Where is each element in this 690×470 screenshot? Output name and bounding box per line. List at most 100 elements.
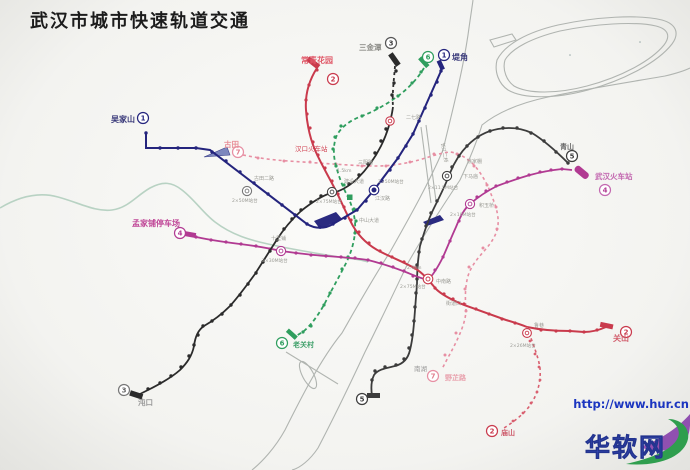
page-title: 武汉市城市快速轨道交通 [30, 10, 250, 32]
ann-p75a: 2×75M站台 [316, 198, 342, 205]
badge-line7-yezhilu: 7 [426, 369, 440, 383]
label-zhongshandadao: 中山大道 [359, 217, 379, 224]
terminal-bar-laoguancun [285, 328, 298, 340]
line-6 [285, 56, 430, 340]
svg-text:5: 5 [360, 396, 365, 404]
badge-line4-wuhan-railway: 4 [598, 183, 612, 197]
line-7 [242, 151, 499, 370]
badge-line4-mengjiapu: 4 [173, 226, 187, 240]
label-zhongnanlu: 中南路 [436, 278, 451, 285]
badge-line7-gutian: 7 [231, 145, 245, 159]
hur-watermark: http://www.hur.cn 华软网 [573, 397, 690, 465]
line-4-stations [194, 167, 564, 278]
label-luxiang: 鲁巷 [534, 322, 544, 329]
badge-line5-qingshan: 5 [565, 149, 579, 163]
island-outline-outer [495, 16, 677, 98]
badge-line1-dijiao: 1 [437, 48, 451, 62]
svg-text:5: 5 [570, 153, 575, 161]
label-jiyuqiao: 积玉桥 [479, 202, 494, 209]
label-changqinghuayuan: 常青花园 [301, 55, 333, 65]
label-guanshan: 关山 [613, 333, 629, 343]
terminal-marker-wuhan-railway [574, 165, 589, 179]
line-5-stations [370, 126, 570, 382]
line-1-stations [144, 69, 443, 229]
ann-p75b: 2×75M站台 [400, 283, 426, 290]
bridge-changjiang-2 [420, 124, 437, 204]
label-nanhu: 南湖 [414, 364, 428, 373]
label-sanyanglu: 三阳路 [358, 159, 373, 166]
label-jianghanlu: 江汉路 [375, 195, 390, 202]
terminal-bar-mengjiapu [183, 230, 197, 238]
svg-text:1: 1 [141, 115, 146, 123]
ann-p50a: 2×50M站台 [232, 197, 258, 204]
interchange-markers [241, 116, 532, 338]
island-outline-inner [503, 23, 669, 93]
label-jianshedadao: 建设大道 [344, 178, 364, 185]
line-2-branch [503, 326, 541, 429]
label-qingshan: 青山 [560, 142, 574, 151]
terminal-bar-dijiao [436, 59, 445, 71]
badge-line3-sanjintan: 3 [384, 36, 398, 50]
line-number-badges: 1 1 2 2 2 3 3 4 4 5 5 6 6 7 7 [117, 36, 633, 438]
label-laoguancun: 老关村 [292, 340, 314, 349]
ann-p50b: 2×50M站台 [378, 178, 404, 185]
terminal-bar-nanhu [367, 393, 380, 398]
island-tip-shape [489, 33, 517, 48]
minor-labels: 二七路 徐家棚 下马庙 积玉桥 中南路 街道口 鲁巷 中山大道 江汉路 建设大道… [254, 114, 544, 329]
svg-text:3: 3 [122, 387, 127, 395]
svg-text:4: 4 [603, 187, 608, 195]
line-3 [129, 52, 401, 400]
label-gutian: 古田 [224, 139, 239, 149]
svg-text:6: 6 [280, 340, 285, 348]
line-1 [144, 59, 445, 229]
terminal-bar-guanshan [599, 321, 614, 330]
label-sanjintan: 三金潭 [359, 42, 382, 52]
ann-p30: 2×30M站台 [262, 257, 288, 264]
station-labels: 吴家山 堤角 常青花园 三金潭 关山 庙山 沌口 孟家铺停车场 武汉火车站 青山… [111, 42, 633, 437]
ann-p10: 2×10M站台 [450, 211, 476, 218]
label-wujiashan: 吴家山 [111, 114, 135, 124]
han-river [0, 182, 369, 263]
label-xiamamiao: 下马庙 [463, 173, 478, 180]
svg-text:2: 2 [624, 329, 629, 337]
badge-line6-north: 6 [421, 50, 435, 64]
svg-text:7: 7 [431, 373, 436, 381]
hur-url-link[interactable]: http://www.hur.cn [573, 397, 689, 411]
ann-km20: 2.0km [407, 265, 422, 271]
badge-line1-wujiashan: 1 [136, 111, 150, 125]
island-mark [639, 41, 641, 43]
label-jiedaokou: 街道口 [446, 300, 461, 307]
terminal-bar-changqing [305, 56, 321, 70]
svg-text:1: 1 [442, 52, 447, 60]
svg-text:7: 7 [236, 149, 241, 157]
brand-logo-text: 华软网 [585, 433, 666, 462]
label-yezhilu: 野芷路 [445, 373, 467, 382]
line-2-branch-stations [511, 339, 542, 423]
yangtze-river [251, 0, 690, 470]
label-gutianerlu: 古田二路 [254, 175, 274, 182]
svg-text:4: 4 [178, 230, 183, 238]
bridge-baishazhou [285, 351, 339, 390]
label-mengjiapu: 孟家铺停车场 [132, 218, 180, 228]
platform-annotations: 2×50M站台 2×75M站台 2×50M站台 1.5km 2.0km 2×75… [232, 168, 536, 349]
badge-line2-changqing: 2 [326, 72, 340, 86]
line-6-stations [301, 70, 423, 334]
line-2-stations [304, 68, 599, 334]
line-3-stations [146, 69, 398, 391]
island-mark [569, 54, 571, 56]
badge-line5-nanhu: 5 [355, 392, 369, 406]
badge-line2-guanshan: 2 [619, 325, 633, 339]
ann-p26: 2×26M站台 [510, 342, 536, 349]
label-wuhan-railway: 武汉火车站 [595, 171, 633, 181]
label-erqilu: 二七路 [406, 114, 421, 121]
depot-shape-line1 [314, 212, 342, 229]
label-changjiang-er-qiao: 长江二桥 [439, 142, 449, 163]
badge-line2-miaoshan: 2 [485, 424, 499, 438]
ann-km15: 1.5km [337, 168, 352, 174]
terminal-bar-line6-north [418, 56, 430, 69]
label-xujiapeng: 徐家棚 [467, 158, 482, 165]
line6-interchange-square [347, 194, 353, 200]
label-zhuankou: 沌口 [138, 397, 153, 407]
label-dijiao: 堤角 [452, 52, 468, 62]
